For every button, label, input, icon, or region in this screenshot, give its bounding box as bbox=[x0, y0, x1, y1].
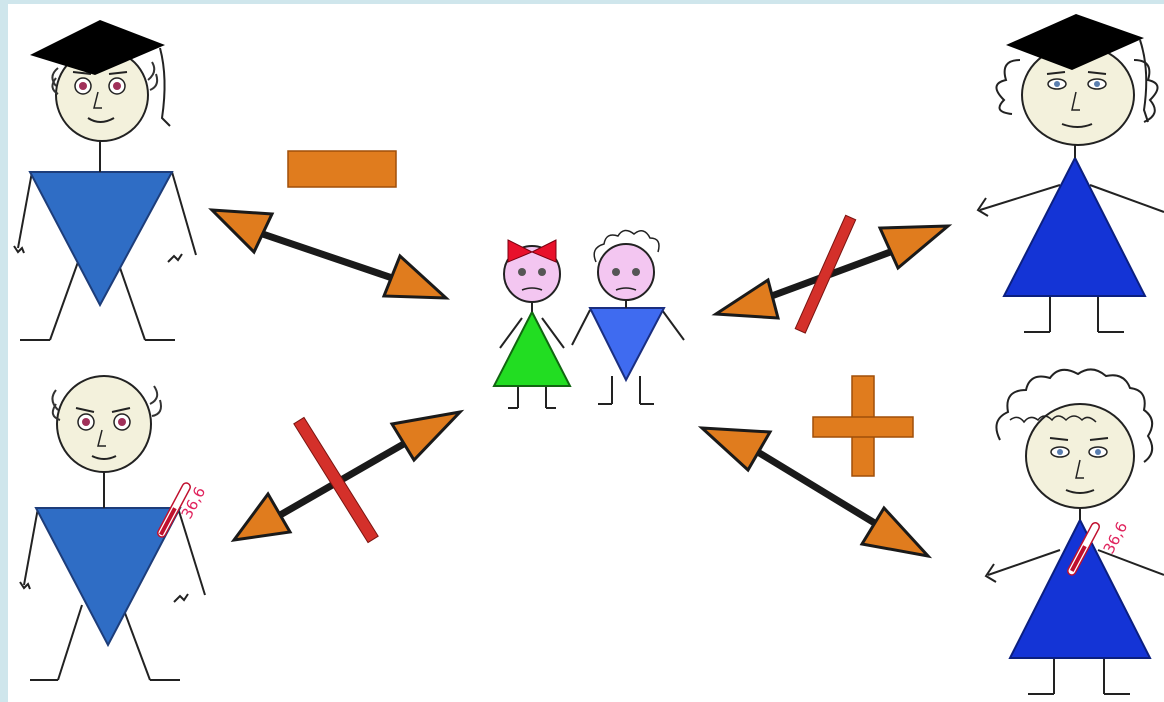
sick-woman-figure: 36,6 bbox=[984, 368, 1164, 695]
man-body-triangle bbox=[28, 171, 174, 308]
boy-body-triangle bbox=[588, 307, 666, 383]
graduation-cap-icon bbox=[1006, 14, 1144, 70]
double-arrow-bottom-right bbox=[697, 426, 933, 559]
left-frame-strip bbox=[0, 0, 8, 702]
double-arrow-top-left bbox=[208, 208, 451, 300]
minus-sign-icon bbox=[287, 150, 397, 188]
thermometer-icon bbox=[157, 482, 191, 538]
woman-temperature-label: 36,6 bbox=[1100, 519, 1132, 557]
cross-out-mark-right bbox=[794, 214, 857, 334]
sick-man-figure: 36,6 bbox=[19, 375, 209, 681]
double-arrow-bottom-left bbox=[230, 409, 465, 542]
graduate-woman-figure bbox=[976, 14, 1164, 333]
thermometer-icon bbox=[1067, 522, 1101, 576]
girl-body-triangle bbox=[492, 309, 572, 387]
girl-head bbox=[503, 245, 561, 303]
sick-woman-body-triangle bbox=[1008, 517, 1152, 659]
sick-man-body-triangle bbox=[34, 507, 182, 648]
plus-sign-icon bbox=[812, 375, 914, 477]
children-pair-figure bbox=[492, 229, 685, 409]
hair-bow-icon bbox=[507, 239, 534, 263]
sick-woman-head bbox=[1025, 403, 1135, 509]
cross-out-mark-left bbox=[293, 416, 379, 544]
graduation-cap-icon bbox=[30, 20, 165, 75]
graduate-man-figure bbox=[13, 20, 197, 341]
boy-head bbox=[597, 243, 655, 301]
woman-body-triangle bbox=[1002, 155, 1147, 297]
top-frame-strip bbox=[0, 0, 1164, 4]
sick-man-head bbox=[56, 375, 152, 473]
